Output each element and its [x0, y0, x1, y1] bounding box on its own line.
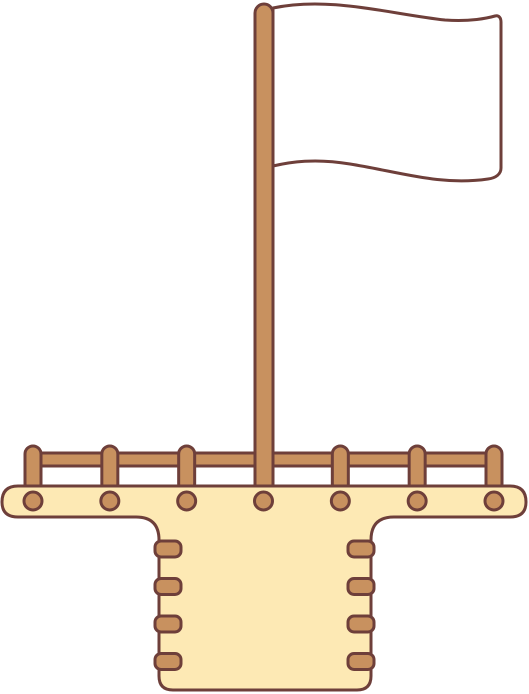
platform-bolt — [99, 490, 121, 512]
mast-pole — [253, 2, 275, 506]
side-peg — [153, 614, 183, 634]
side-peg — [153, 652, 183, 671]
platform-bolt — [253, 490, 274, 512]
left-side-pegs — [153, 539, 183, 671]
platform-bolt — [329, 490, 351, 512]
side-peg — [346, 577, 376, 596]
platform-bolt — [176, 490, 198, 512]
platform-bolt — [483, 490, 505, 512]
platform-bolt — [406, 490, 428, 512]
right-side-pegs — [346, 539, 376, 671]
side-peg — [153, 577, 183, 596]
platform-bolt — [22, 490, 44, 512]
side-peg — [346, 652, 376, 671]
side-peg — [346, 614, 376, 634]
platform-bolts — [22, 490, 505, 512]
side-peg — [153, 539, 183, 559]
flag — [271, 2, 503, 183]
side-peg — [346, 539, 376, 559]
crows-nest-platform — [0, 484, 528, 692]
